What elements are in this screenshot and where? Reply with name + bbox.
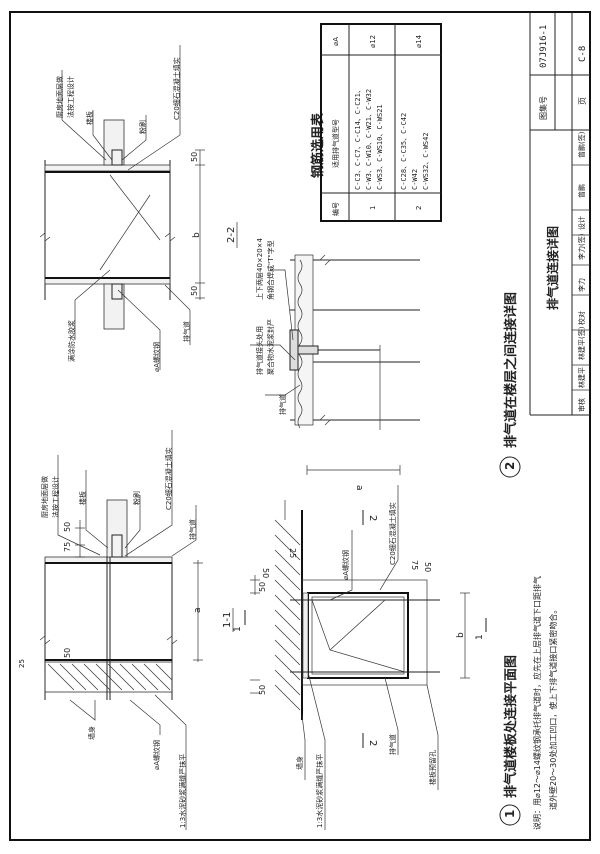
plan-view: 50 25 a 75 50 50 50 b 1 1 2 2 ⌀A螺纹钢 C20细… bbox=[233, 465, 487, 830]
table-header-no: 编号 bbox=[331, 202, 340, 216]
callout-joint-duct: 排气道 bbox=[278, 394, 287, 415]
figure-number-circle-1 bbox=[499, 804, 521, 826]
callout-1-1-wall: 墙身 bbox=[87, 726, 96, 740]
atlas-number: 07J916-1 bbox=[539, 25, 549, 68]
callout-1-1-slab: 楼板 bbox=[78, 491, 87, 505]
dim-1-1-bottom-50: 50 bbox=[63, 648, 72, 658]
figure-caption-1: 1 排气道楼板处连接平面图 bbox=[499, 655, 521, 826]
section-1-1: 50 75 a 50 25 1-1 厨房地面层做 法按工程设计 楼板 粉刷 C2… bbox=[18, 430, 234, 830]
page-number: C-8 bbox=[578, 46, 588, 62]
callout-plan-rebar: ⌀A螺纹钢 bbox=[341, 550, 350, 580]
callout-2-2-duct: 排气道 bbox=[182, 321, 191, 342]
table-row1-models-3: C-WS3、C-WS10、C-WS21 bbox=[376, 104, 384, 190]
sheet-frame bbox=[9, 11, 591, 841]
table-row1-dia: ⌀12 bbox=[369, 35, 377, 48]
section-1-1-label: 1-1 bbox=[222, 612, 233, 628]
joint-detail: 上下两层40×20×4 角钢合焊成"T"字型 排气道接头处用 聚合物水泥浆封严 … bbox=[250, 237, 420, 430]
rebar-table: 钢筋选用表 编号 适用排气道型号 ⌀A 1 C-C3、C-C7、C-C14、C-… bbox=[310, 23, 442, 222]
figure-number-circle-2 bbox=[499, 456, 521, 478]
role-check-label: 校对 bbox=[577, 311, 586, 325]
callout-1-1-floor-2: 法按工程设计 bbox=[51, 476, 60, 518]
dim-2-2-b: b bbox=[192, 232, 202, 238]
figure-1-title: 排气道楼板处连接平面图 bbox=[503, 655, 519, 798]
table-row1-models-2: C-W3、C-W10、C-W21、C-W32 bbox=[365, 89, 373, 190]
section-mark-1-right: 1 bbox=[475, 634, 485, 640]
table-row2-models-1: C-C28、C-C35、C-C42 bbox=[400, 113, 408, 190]
signature-design: 曾鹏(签) bbox=[577, 131, 586, 158]
atlas-label: 图集号 bbox=[538, 96, 548, 120]
dim-1-1-a: a bbox=[193, 607, 203, 613]
figure-1-number: 1 bbox=[503, 810, 517, 818]
callout-plan-mortar: 1:3水泥砂浆满缝严抹平 bbox=[315, 754, 324, 828]
callout-1-1-duct: 排气道 bbox=[188, 519, 197, 540]
dim-1-1-75: 75 bbox=[63, 542, 72, 552]
notes: 说明：用⌀12～⌀14螺纹钢承托排气道时，应先在上层排气道下口距排气 道外壁20… bbox=[532, 576, 558, 830]
table-row1-no: 1 bbox=[369, 206, 377, 210]
callout-1-1-plaster: 粉刷 bbox=[132, 491, 141, 505]
callout-joint-seal-1: 排气道接头处用 bbox=[255, 326, 264, 375]
section-mark-1-left: 1 bbox=[233, 626, 243, 632]
role-design-name: 曾鹏 bbox=[577, 184, 586, 198]
table-row2-dia: ⌀14 bbox=[415, 34, 423, 48]
callout-1-1-mortar: 1:3水泥砂浆满缝严抹平 bbox=[178, 754, 187, 828]
callout-2-2-slab: 楼板 bbox=[85, 111, 94, 125]
table-row2-no: 2 bbox=[415, 206, 423, 210]
notes-line-1: 说明：用⌀12～⌀14螺纹钢承托排气道时，应先在上层排气道下口距排气 bbox=[532, 576, 542, 830]
callout-joint-seal-2: 聚合物水泥浆封严 bbox=[266, 319, 275, 375]
table-row2-models-2: C-W42 bbox=[411, 169, 419, 190]
dim-plan-25: 25 bbox=[288, 548, 297, 558]
dim-plan-left-50: 50 bbox=[261, 568, 270, 578]
table-header-models: 适用排气道型号 bbox=[331, 119, 340, 168]
callout-2-2-waterproof: 满涂防水胶浆 bbox=[67, 320, 76, 362]
callout-2-2-floor-1: 厨房地面层做 bbox=[55, 76, 64, 118]
role-check-name: 李力 bbox=[577, 278, 586, 292]
dim-plan-right-50: 50 bbox=[423, 562, 432, 572]
figure-2-title: 排气道在楼层之间连接详图 bbox=[503, 292, 519, 448]
callout-plan-duct: 排气道 bbox=[388, 734, 397, 755]
dim-1-1-25: 25 bbox=[18, 659, 26, 668]
role-review-label: 审核 bbox=[577, 398, 586, 412]
dim-plan-top-50: 50 bbox=[258, 582, 267, 592]
figure-caption-2: 2 排气道在楼层之间连接详图 bbox=[499, 292, 521, 478]
drawing-title: 排气道连接详图 bbox=[545, 226, 560, 310]
notes-line-2: 道外壁20～30处加工凹口，使上下排气道接口紧密吻合。 bbox=[548, 606, 558, 810]
role-design-label: 设计 bbox=[577, 216, 586, 230]
callout-plan-c20: C20细石混凝土填实 bbox=[388, 502, 397, 565]
page-label: 页 bbox=[578, 97, 587, 105]
callout-plan-opening: 楼板预留孔 bbox=[428, 750, 437, 785]
section-2-2: 50 b 50 2-2 厨房地面层做 法按工程设计 楼板 粉刷 C20细石混凝土… bbox=[39, 45, 238, 372]
callout-joint-angle-2: 角钢合焊成"T"字型 bbox=[266, 240, 275, 300]
role-review-name: 林建平 bbox=[577, 367, 586, 388]
dim-1-1-top-50: 50 bbox=[63, 522, 72, 532]
callout-1-1-rebar: ⌀A螺纹钢 bbox=[152, 740, 161, 770]
table-header-dia: ⌀A bbox=[332, 37, 340, 46]
callout-plan-wall: 墙身 bbox=[295, 756, 304, 770]
callout-2-2-floor-2: 法按工程设计 bbox=[66, 76, 75, 118]
dim-2-2-bottom-50: 50 bbox=[190, 286, 199, 296]
callout-2-2-c20: C20细石混凝土填实 bbox=[172, 57, 181, 120]
rebar-table-title: 钢筋选用表 bbox=[310, 112, 326, 178]
section-2-2-label: 2-2 bbox=[226, 227, 237, 243]
callout-2-2-rebar: ⌀A螺纹钢 bbox=[152, 342, 161, 372]
callout-joint-angle-1: 上下两层40×20×4 bbox=[255, 237, 264, 300]
section-mark-2-bottom: 2 bbox=[367, 740, 378, 746]
signature-review: 林建平(签) bbox=[577, 326, 586, 360]
callout-2-2-plaster: 粉刷 bbox=[138, 120, 147, 134]
dim-plan-b: b bbox=[456, 632, 466, 638]
callout-1-1-floor-1: 厨房地面层做 bbox=[40, 476, 49, 518]
dim-plan-bottom-50: 50 bbox=[258, 685, 267, 695]
figure-2-number: 2 bbox=[503, 462, 517, 470]
section-mark-2-top: 2 bbox=[367, 515, 378, 521]
table-row2-models-3: C-WS32、C-WS42 bbox=[422, 132, 430, 190]
title-block: 07J916-1 C-8 图集号 页 排气道连接详图 曾鹏(签) 设计 曾鹏 李… bbox=[529, 12, 590, 416]
dim-plan-75: 75 bbox=[410, 560, 419, 570]
callout-1-1-c20: C20细石混凝土填实 bbox=[164, 447, 173, 510]
signature-check: 李力(签) bbox=[577, 233, 586, 260]
table-row1-models-1: C-C3、C-C7、C-C14、C-C21、 bbox=[354, 86, 362, 190]
dim-plan-a: a bbox=[354, 485, 364, 491]
dim-2-2-top-50: 50 bbox=[190, 152, 199, 162]
